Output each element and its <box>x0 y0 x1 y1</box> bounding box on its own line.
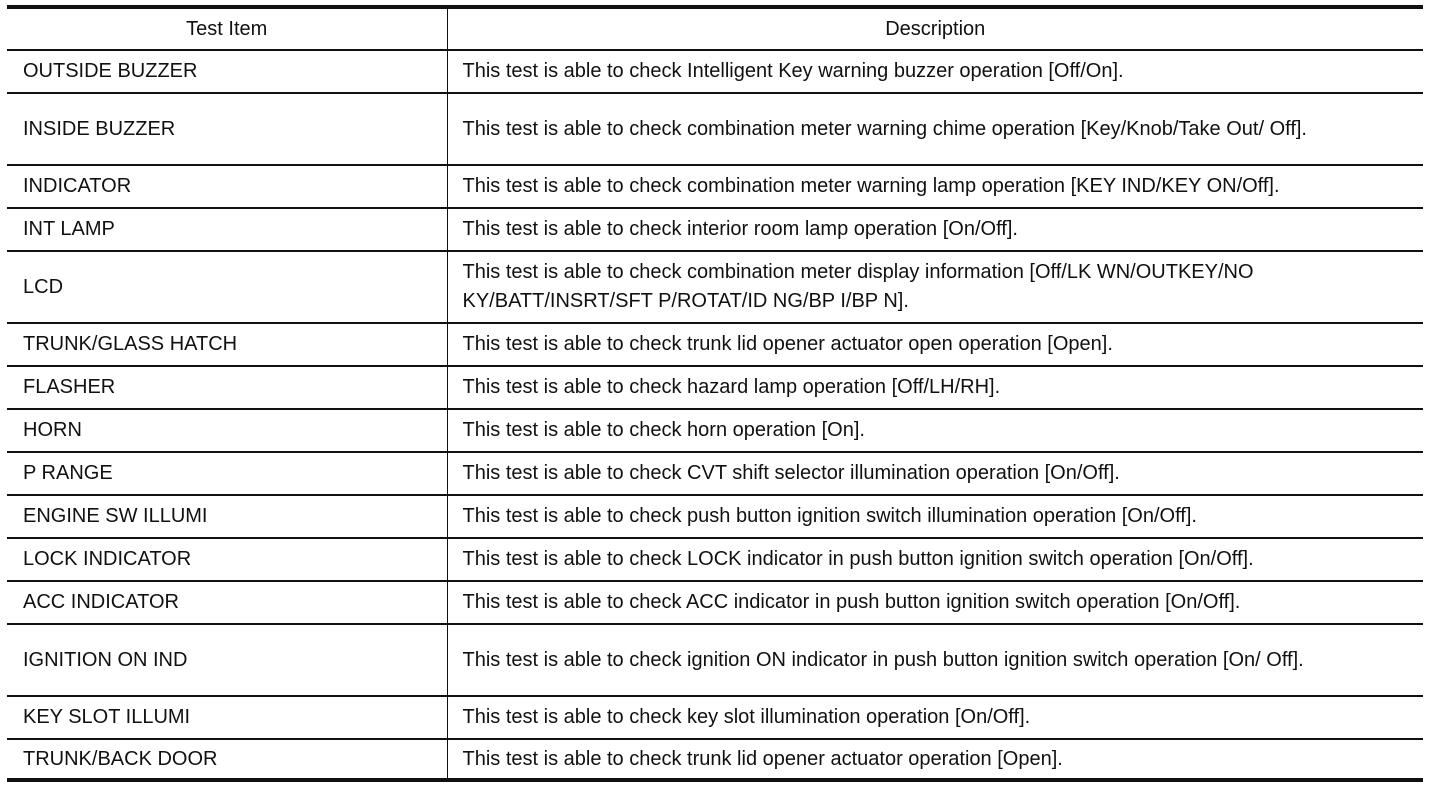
description-cell: This test is able to check CVT shift sel… <box>447 452 1423 496</box>
table-header: Test Item Description <box>7 7 1423 51</box>
test-item-cell: HORN <box>7 409 448 453</box>
test-item-cell: LCD <box>7 251 448 324</box>
table-row: ENGINE SW ILLUMI This test is able to ch… <box>7 495 1423 539</box>
table-row: TRUNK/GLASS HATCH This test is able to c… <box>7 323 1423 367</box>
description-cell: This test is able to check combination m… <box>447 251 1423 324</box>
table-row: INT LAMP This test is able to check inte… <box>7 208 1423 252</box>
test-item-cell: TRUNK/BACK DOOR <box>7 739 448 780</box>
table-row: TRUNK/BACK DOOR This test is able to che… <box>7 739 1423 780</box>
table-row: IGNITION ON IND This test is able to che… <box>7 624 1423 697</box>
table-row: INSIDE BUZZER This test is able to check… <box>7 93 1423 166</box>
test-item-cell: OUTSIDE BUZZER <box>7 50 448 94</box>
description-cell: This test is able to check Intelligent K… <box>447 50 1423 94</box>
test-item-cell: ACC INDICATOR <box>7 581 448 625</box>
table-row: LCD This test is able to check combinati… <box>7 251 1423 324</box>
test-item-cell: KEY SLOT ILLUMI <box>7 696 448 740</box>
description-cell: This test is able to check combination m… <box>447 165 1423 209</box>
table-row: INDICATOR This test is able to check com… <box>7 165 1423 209</box>
description-cell: This test is able to check horn operatio… <box>447 409 1423 453</box>
description-cell: This test is able to check interior room… <box>447 208 1423 252</box>
description-cell: This test is able to check key slot illu… <box>447 696 1423 740</box>
table-row: HORN This test is able to check horn ope… <box>7 409 1423 453</box>
description-cell: This test is able to check hazard lamp o… <box>447 366 1423 410</box>
description-cell: This test is able to check trunk lid ope… <box>462 747 1063 770</box>
description-cell: This test is able to check combination m… <box>447 93 1423 166</box>
description-cell: This test is able to check trunk lid ope… <box>447 323 1423 367</box>
test-item-cell: ENGINE SW ILLUMI <box>7 495 448 539</box>
header-description: Description <box>447 7 1423 51</box>
description-cell: This test is able to check ignition ON i… <box>447 624 1423 697</box>
table-row: ACC INDICATOR This test is able to check… <box>7 581 1423 625</box>
table-body: OUTSIDE BUZZER This test is able to chec… <box>7 50 1423 780</box>
test-item-table: Test Item Description OUTSIDE BUZZER Thi… <box>7 5 1423 782</box>
table-row: LOCK INDICATOR This test is able to chec… <box>7 538 1423 582</box>
table-row: KEY SLOT ILLUMI This test is able to che… <box>7 696 1423 740</box>
header-test-item: Test Item <box>7 7 448 51</box>
description-cell: This test is able to check push button i… <box>447 495 1423 539</box>
test-item-cell: INSIDE BUZZER <box>7 93 448 166</box>
test-item-cell: LOCK INDICATOR <box>7 538 448 582</box>
header-row: Test Item Description <box>7 7 1423 51</box>
table-row: OUTSIDE BUZZER This test is able to chec… <box>7 50 1423 94</box>
table-row: FLASHER This test is able to check hazar… <box>7 366 1423 410</box>
test-item-cell: FLASHER <box>7 366 448 410</box>
description-cell: This test is able to check LOCK indicato… <box>447 538 1423 582</box>
test-item-cell: TRUNK/GLASS HATCH <box>7 323 448 367</box>
test-item-cell: INT LAMP <box>7 208 448 252</box>
test-item-cell: IGNITION ON IND <box>7 624 448 697</box>
table-row: P RANGE This test is able to check CVT s… <box>7 452 1423 496</box>
test-item-cell: P RANGE <box>7 452 448 496</box>
test-item-cell: INDICATOR <box>7 165 448 209</box>
description-cell: This test is able to check ACC indicator… <box>447 581 1423 625</box>
